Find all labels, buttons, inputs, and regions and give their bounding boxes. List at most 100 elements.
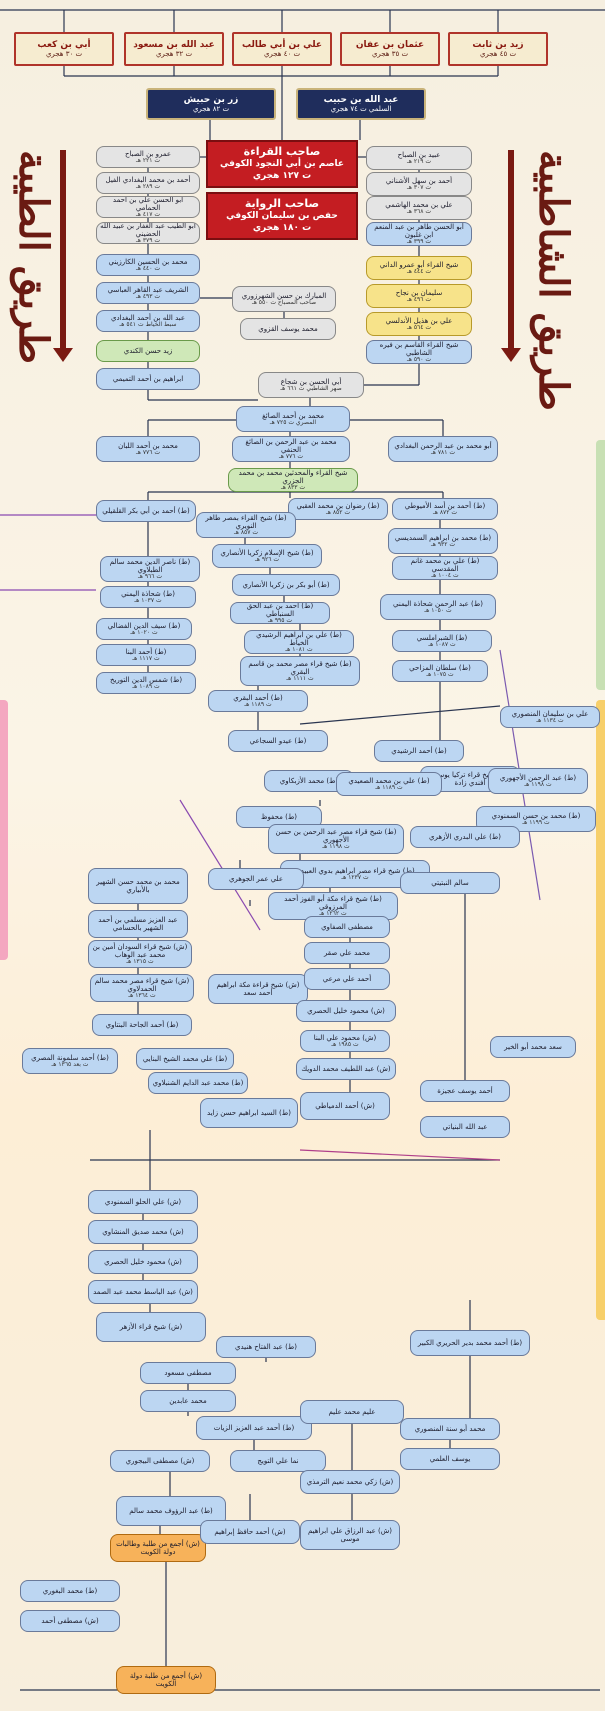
bottom-node: (ش) مصطفى البيجوري xyxy=(110,1450,210,1472)
bottom-node: مصطفى مسعود xyxy=(140,1362,236,1384)
node-date: ت بعد ١٣٦٥ هـ xyxy=(51,1060,89,1068)
node-date: ت ٨٥٧ هـ xyxy=(233,528,259,536)
bottom-node: (ش) أجمع من طلبة دولة الكويت xyxy=(116,1666,216,1694)
node-date: ت ٤٤٤ هـ xyxy=(406,267,432,275)
node-name: محمد بن أحمد الصائغ xyxy=(262,411,324,420)
lower-node: (ش) شيخ قراءة مكة ابراهيم أحمد سعد xyxy=(208,974,308,1004)
left-chain-node: أبو الطيب عبد الغفار بن عبيد الله الحضين… xyxy=(96,222,200,244)
lower-node: (ط) السيد ابراهيم حسن زايد xyxy=(200,1098,298,1128)
lower-node: (ط) عيدو السجاعي xyxy=(228,730,328,752)
node-name: (ط) محمد عبد الدايم الشنبلاوي xyxy=(152,1078,244,1087)
node-date: ت ٢٨٩ هـ xyxy=(135,182,161,190)
node-date: ت ٨٣٣ هـ xyxy=(280,483,306,491)
node-name: سالم النبتيتي xyxy=(431,878,469,887)
lower-node: علي عمر الجوهري xyxy=(208,868,304,890)
node-name: زيد بن ثابت xyxy=(472,40,524,50)
bottom-node: (ش) عبد الباسط محمد عبد الصمد xyxy=(88,1280,198,1304)
node-name: (ط) أبو بكر بن زكريا الأنصاري xyxy=(242,580,330,589)
node-date: ت ٢١٩ هـ xyxy=(406,157,432,165)
node-date: السلمي ت ٧٤ هجري xyxy=(330,105,392,113)
node-date: ت ١٠٧٥ هـ xyxy=(426,670,454,678)
node-name: أبو محمد بن عبد الرحمن البغدادي xyxy=(394,441,492,450)
node-name: عبد الله البنياتي xyxy=(442,1122,488,1131)
node-name: (ط) شيخ القراء بمصر طاهر النويري xyxy=(205,513,287,530)
node-name: علي بن محمد الهاشمي xyxy=(385,200,453,209)
node-date: ت ٣٦٨ هـ xyxy=(406,207,432,215)
left-chain-node: زيد حسن الكندي xyxy=(96,340,200,362)
bottom-node: (ش) شيخ قراء الأزهر xyxy=(96,1312,206,1342)
left-chain-node: ابراهيم بن أحمد التميمي xyxy=(96,368,200,390)
node-name: محمد عابدين xyxy=(169,1396,207,1405)
bottom-node: يوسف العلمي xyxy=(400,1448,500,1470)
node-date: ت ١٠٨٧ هـ xyxy=(428,640,456,648)
node-name: (ط) أحمد بن أبي بكر القلقيلي xyxy=(102,506,190,515)
node-name: محمد يوسف القزوي xyxy=(258,324,318,333)
lower-node: محمد علي صقر xyxy=(304,942,390,964)
node-date: سبط الخياط ت ٥٤١ هـ xyxy=(119,320,177,328)
node-name: (ش) أحمد حافظ إبراهيم xyxy=(214,1527,286,1536)
node-name: (ط) شيخ قراء تركيا يوسف أفندي زادة xyxy=(431,770,509,787)
node-date: ت ١١١٧ هـ xyxy=(132,654,160,662)
node-name: (ط) الشبراملسي xyxy=(416,633,468,642)
node-name: (ش) محمود علي البنا xyxy=(313,1033,377,1042)
node-date: ت ١٠٨١ هـ xyxy=(285,645,313,653)
node-date: ت ٢٢١ هـ xyxy=(135,156,161,164)
node-name: (ط) أحمد الرشيدي xyxy=(391,746,447,755)
lower-node: (ط) أحمد الرشيدي xyxy=(374,740,464,762)
lower-node: محمد بن محمد حسن الشهير بالأبياري xyxy=(88,868,188,904)
node-name: (ش) شيخ قراء مصر محمد سالم الحمدلاوي xyxy=(94,976,190,993)
node-name: سليمان بن نجاح xyxy=(395,288,443,297)
tayyiba-arrow xyxy=(53,150,73,362)
node-name: (ط) محفوظ xyxy=(260,812,298,821)
node-name: (ط) محمد البغوري xyxy=(42,1586,98,1595)
node-name: (ط) عبد الرؤوف محمد سالم xyxy=(129,1506,213,1515)
node-date: ت ٣٠ هجري xyxy=(45,50,83,58)
node-date: صهر الشاطبي ت ٦٦١ هـ xyxy=(280,384,342,392)
lower-node: عبد الله البنياتي xyxy=(420,1116,510,1138)
lower-node: (ط) أحمد الجاحة البنتاوي xyxy=(92,1014,192,1036)
qiraa-name: عاصم بن أبي النجود الكوفي xyxy=(219,159,345,170)
node-name: (ط) علي بن ابراهيم الرشيدي الخياط xyxy=(256,630,342,647)
node-date: ت ٨٥٢ هـ xyxy=(325,508,351,516)
node-name: محمد بن عبد الرحمن بن الصائغ الحنفي xyxy=(245,437,337,454)
bottom-node: محمد أبو سنة المنصوري xyxy=(400,1418,500,1440)
bottom-node: (ط) أحمد عبد العزيز الزيات xyxy=(196,1416,312,1440)
node-name: (ط) علي البدري الأزهري xyxy=(429,832,502,841)
lower-node: (ش) شيخ قراء السودان أمين بن محمد عبد ال… xyxy=(88,940,192,968)
node-date: ت ٤٠ هجري xyxy=(263,50,301,58)
node-date: ت ١١٩٨ هـ xyxy=(322,842,350,850)
node-name: أبو الطيب عبد الغفار بن عبيد الله الحضين… xyxy=(100,222,196,238)
node-name: (ط) علي محمد الشيخ البنايي xyxy=(142,1054,228,1063)
node-date: ت ٧٧٦ هـ xyxy=(135,448,161,456)
node-name: شيخ القراء أبو عمرو الداني xyxy=(379,260,459,269)
node-name: (ط) شحاذة اليمني xyxy=(121,589,175,598)
bottom-node: (ش) زكي محمد نعيم الترمذي xyxy=(300,1470,400,1494)
qiraa-imam-box: صاحب القراءة عاصم بن أبي النجود الكوفي ت… xyxy=(206,140,358,188)
node-name: (ش) أجمع من طلبة دولة الكويت xyxy=(129,1671,203,1688)
node-date: ت ٣٩٩ هـ xyxy=(406,237,432,245)
node-date: ت ٤١٧ هـ xyxy=(135,210,161,218)
node-name: (ش) علي الحلو السمنودي xyxy=(104,1197,182,1206)
node-name: (ط) عبد الفتاح هنيدي xyxy=(234,1342,298,1351)
lower-node: سعد محمد أبو الخير xyxy=(490,1036,576,1058)
node-name: عبد الله بن أحمد البغدادي xyxy=(110,313,186,322)
